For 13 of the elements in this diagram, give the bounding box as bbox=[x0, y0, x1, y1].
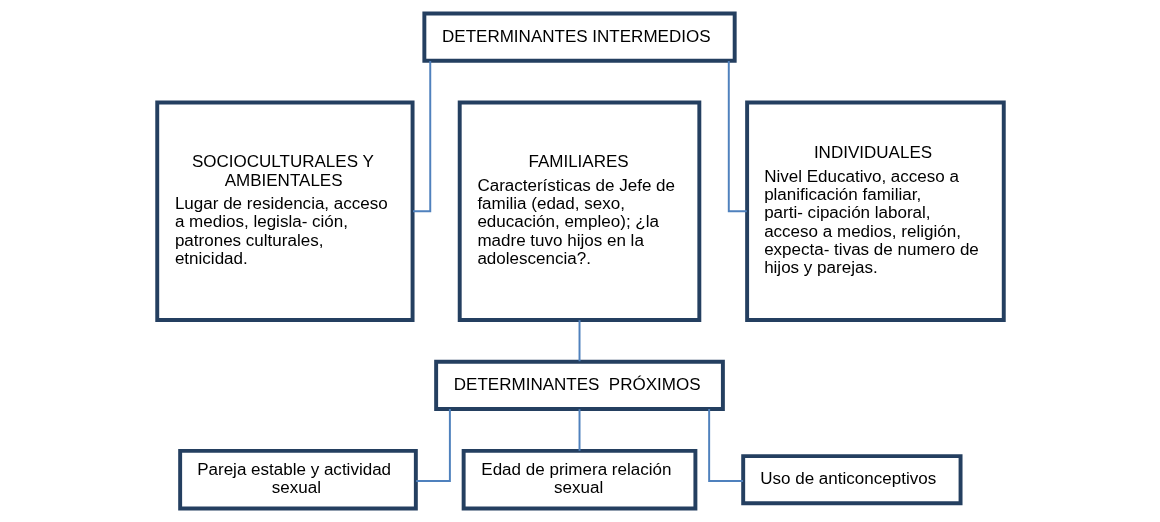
node-box: Pareja estable y actividad sexual bbox=[177, 448, 418, 511]
connector bbox=[414, 408, 451, 482]
node-box: Edad de primera relación sexual bbox=[461, 448, 697, 511]
node-box: Uso de anticonceptivos bbox=[740, 454, 962, 506]
connector bbox=[727, 59, 748, 213]
node-box: DETERMINANTES PRÓXIMOS bbox=[433, 359, 725, 411]
connector bbox=[578, 408, 580, 452]
node-box: DETERMINANTES INTERMEDIOS bbox=[421, 11, 737, 63]
connector bbox=[707, 408, 744, 482]
node-box: INDIVIDUALES Nivel Educativo, acceso a planificación familiar, parti- cipación laboral, acceso a medios, religión, expecta- tivas de numero de hijos y parejas. bbox=[744, 100, 1006, 322]
node-box: FAMILIARES Características de Jefe de familia (edad, sexo, educación, empleo); ¿la madre tuvo hijos en la adolescencia?. bbox=[457, 100, 701, 322]
node-box: SOCIOCULTURALES Y AMBIENTALES Lugar de residencia, acceso a medios, legisla- ción, patrones culturales, etnicidad. bbox=[154, 100, 415, 322]
connector bbox=[578, 319, 580, 363]
